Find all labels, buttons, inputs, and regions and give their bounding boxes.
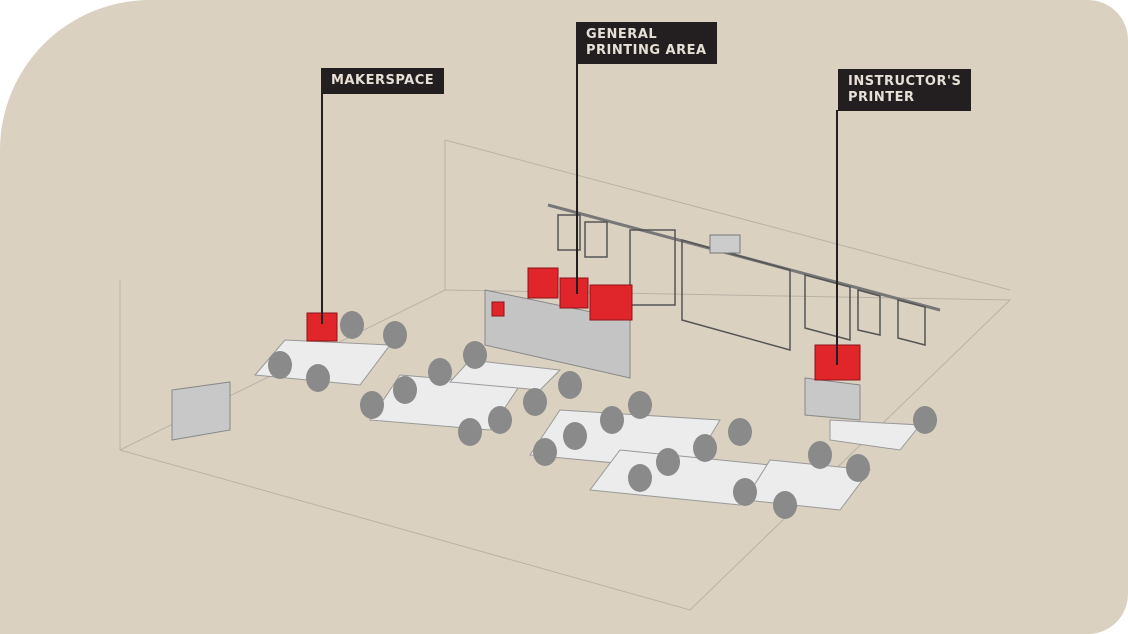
small-printer: [491, 301, 505, 317]
chair: [393, 376, 417, 404]
chair: [340, 311, 364, 339]
chair: [523, 388, 547, 416]
chair: [728, 418, 752, 446]
chair: [913, 406, 937, 434]
chair: [306, 364, 330, 392]
general-printing-text-1: GENERAL: [586, 27, 658, 42]
instructor-cabinet: [804, 377, 861, 421]
chair: [488, 406, 512, 434]
chair: [458, 418, 482, 446]
chair: [558, 371, 582, 399]
makerspace-label: MAKERSPACE: [321, 68, 445, 94]
chair: [600, 406, 624, 434]
chair: [533, 438, 557, 466]
chair: [428, 358, 452, 386]
general-printing-text-2: PRINTING AREA: [586, 43, 707, 58]
chair: [628, 391, 652, 419]
chair: [846, 454, 870, 482]
chair: [693, 434, 717, 462]
instructor-text-2: PRINTER: [848, 90, 915, 105]
general-printer-3: [589, 284, 633, 321]
projector: [709, 234, 741, 254]
makerspace-leader: [321, 94, 323, 324]
chair: [360, 391, 384, 419]
cart: [171, 381, 231, 441]
general-printer-1: [527, 267, 559, 299]
chair: [733, 478, 757, 506]
board: [681, 239, 791, 351]
makerspace-text: MAKERSPACE: [331, 73, 435, 88]
chair: [463, 341, 487, 369]
back-wall-top: [444, 139, 1011, 291]
general-printing-leader: [576, 64, 578, 294]
chair: [656, 448, 680, 476]
general-printer-2: [559, 277, 589, 309]
chair: [773, 491, 797, 519]
chair: [808, 441, 832, 469]
chair: [563, 422, 587, 450]
instructor-leader: [836, 110, 838, 365]
whiteboard: [629, 229, 676, 306]
chair: [268, 351, 292, 379]
instructor-text-1: INSTRUCTOR'S: [848, 74, 962, 89]
counter: [484, 289, 631, 379]
chair: [383, 321, 407, 349]
chair: [628, 464, 652, 492]
